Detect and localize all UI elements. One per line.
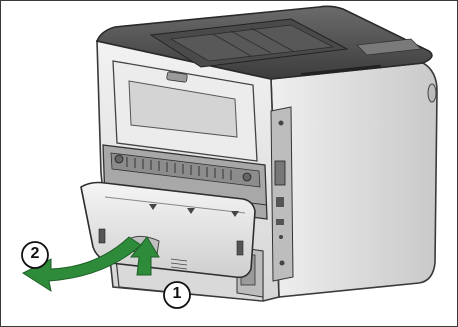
step-1-label: 1 bbox=[169, 285, 185, 303]
step-2-label: 2 bbox=[27, 245, 43, 263]
printer-side-panel bbox=[271, 63, 437, 297]
interface-panel bbox=[271, 107, 293, 281]
